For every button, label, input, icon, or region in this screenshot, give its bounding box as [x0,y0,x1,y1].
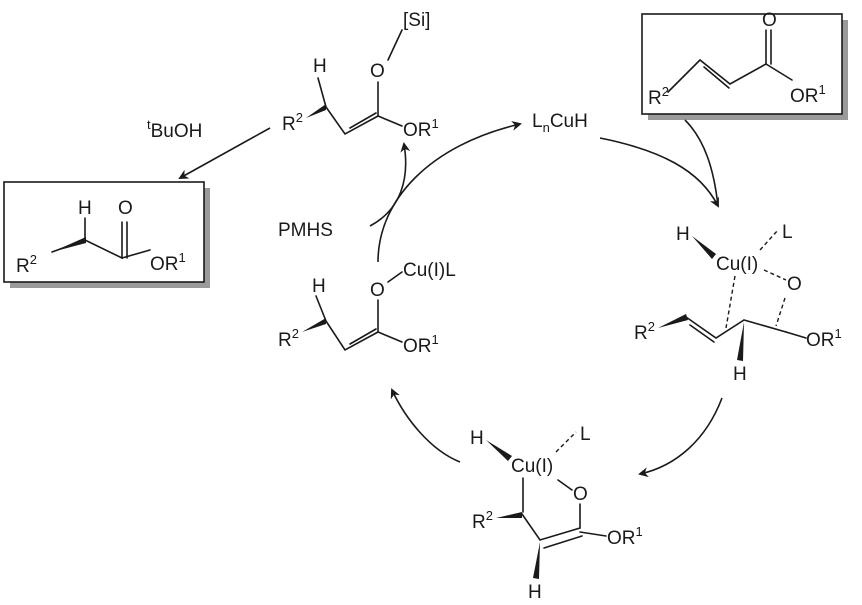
metallacycle-ligand: L [580,424,591,445]
cycle-arrow-insertion [638,397,723,478]
pi-complex-bottom-h: H [733,364,747,385]
silyl-o: O [370,61,385,82]
cycle-arrow-regeneration [377,120,522,263]
cycle-arrow-isomerization [390,388,461,463]
substrate-entry-arrow [684,119,719,207]
substrate-r2: R2 [648,84,669,109]
product-carbonyl-o: O [118,198,133,219]
metallacycle-cu: Cu(I) [511,456,553,477]
silyl-h: H [313,56,327,77]
wedge-bond [52,237,86,252]
metallacycle-bottom-h: H [528,582,542,603]
silylation-arrow [369,142,411,227]
metallacycle-or1: OR1 [607,524,643,549]
pi-complex-or1: OR1 [806,326,842,351]
tbuoh-label: tBuOH [147,117,202,142]
substrate-box: O R2 OR1 [641,10,848,120]
substrate-carbonyl-o: O [762,10,777,31]
metallacycle-r2: R2 [472,508,493,533]
product-r2: R2 [16,252,37,277]
product-box: H O R2 OR1 [3,181,210,288]
pi-complex-h: H [676,224,690,245]
product-h: H [78,198,92,219]
silyl-ketene-acetal: R2 H O [Si] OR1 [282,10,439,141]
silyl-si-group: [Si] [403,10,430,31]
substrate-or1: OR1 [790,82,826,107]
copper-enolate-metallacycle: H Cu(I) L O R2 OR1 H [470,424,643,603]
enolate-o: O [370,280,385,301]
enolate-or1: OR1 [403,332,439,357]
copper-enolate-open: R2 H O Cu(I)L OR1 [278,260,456,357]
enolate-h: H [312,276,326,297]
cycle-arrow-hydrocupration [599,137,719,208]
lncuh-catalyst: LnCuH [532,111,588,135]
pi-complex-cu: Cu(I) [716,254,758,275]
copper-pi-complex: H Cu(I) L O R2 OR1 H [634,222,842,385]
metallacycle-h: H [470,428,484,449]
metallacycle-o: O [573,484,588,505]
pi-complex-ligand: L [782,222,793,243]
product-or1: OR1 [150,250,186,275]
pmhs-reagent: PMHS [278,220,333,241]
pi-complex-o: O [787,274,802,295]
enolate-r2: R2 [278,326,299,351]
protonolysis-arrow [178,127,271,179]
silyl-or1: OR1 [403,116,439,141]
silyl-r2: R2 [282,110,303,135]
enolate-cu-l: Cu(I)L [403,260,456,281]
pi-complex-r2: R2 [634,319,655,344]
